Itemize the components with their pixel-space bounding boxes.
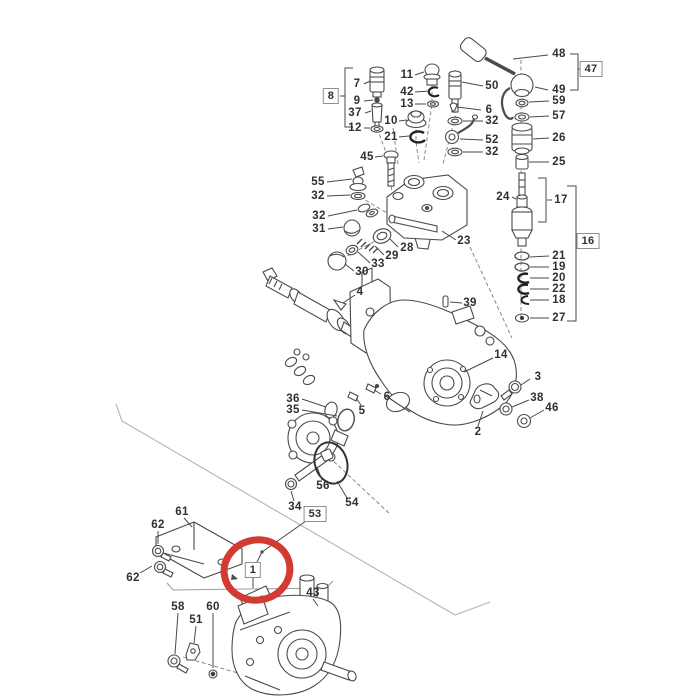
part-21-oring [514, 251, 530, 261]
part-46-nut [516, 413, 532, 429]
part-32-washer-a [447, 116, 463, 126]
part-35-oring [337, 408, 355, 432]
part-25-spacer [515, 153, 529, 170]
part-38-washer [499, 402, 513, 416]
part-51-clip [185, 642, 201, 661]
group-outlines [115, 403, 491, 616]
part-60-washer [208, 669, 218, 679]
part-22-oring [517, 283, 530, 295]
part-11-valve [423, 63, 441, 86]
part-54-gasket [313, 441, 349, 485]
part-45-bolt [383, 150, 399, 187]
parts-linework [151, 37, 534, 696]
part-19-oring [514, 262, 530, 272]
part-10-cap [405, 110, 427, 129]
part-27-grommet [514, 313, 530, 323]
part-32-washer-d [357, 203, 379, 218]
part-58-bolt [167, 654, 189, 674]
part-32-washer-c [350, 191, 366, 201]
part-23-head [386, 174, 468, 250]
dash-arrowhead [231, 574, 238, 580]
part-camshaft [262, 267, 357, 339]
part-52-banjo [444, 114, 479, 145]
part-62-bolt-b [153, 560, 174, 578]
part-34-bolt [284, 477, 298, 491]
group-brackets [340, 53, 582, 322]
part-20-oring [517, 272, 530, 284]
part-33-washer [345, 244, 359, 256]
part-4-key [332, 298, 347, 311]
part-2-clamp [469, 383, 500, 410]
part-21-oring-top [409, 130, 426, 144]
part-5-stud [347, 391, 359, 402]
part-42-oring [427, 86, 440, 98]
part-59-nut [515, 98, 529, 108]
part-31-plug [343, 219, 361, 237]
leader-lines [139, 54, 552, 668]
part-37-plunger [371, 102, 383, 127]
part-48-lever [459, 37, 516, 76]
part-28-bushing [372, 228, 392, 244]
part-36-oring [324, 401, 338, 419]
part-7-valve [369, 66, 385, 98]
part-6-stud [365, 383, 380, 394]
part-26-solenoid [511, 122, 533, 155]
part-55-nipple [349, 166, 367, 192]
part-57-washer [514, 112, 530, 122]
part-3-bolt [500, 380, 522, 401]
governor-cover [287, 412, 349, 464]
leader-endpoint-dot [260, 550, 264, 554]
part-39-pin [442, 295, 449, 308]
highlight-ellipse [220, 536, 294, 604]
part-12-washer [370, 125, 384, 133]
part-30-cap [327, 251, 347, 271]
part-6-clip [449, 102, 458, 112]
part-13-washer [426, 100, 440, 108]
part-32-washer-b [447, 147, 463, 157]
part-17-internals [511, 172, 533, 247]
part-18-oring [520, 295, 530, 306]
part-62-bolt-a [151, 544, 172, 562]
part-56-rod [294, 448, 334, 482]
governor-weights [284, 348, 316, 386]
part-43-pump [231, 574, 357, 696]
part-49-ball-joint [500, 73, 534, 120]
part-9 [374, 97, 380, 103]
